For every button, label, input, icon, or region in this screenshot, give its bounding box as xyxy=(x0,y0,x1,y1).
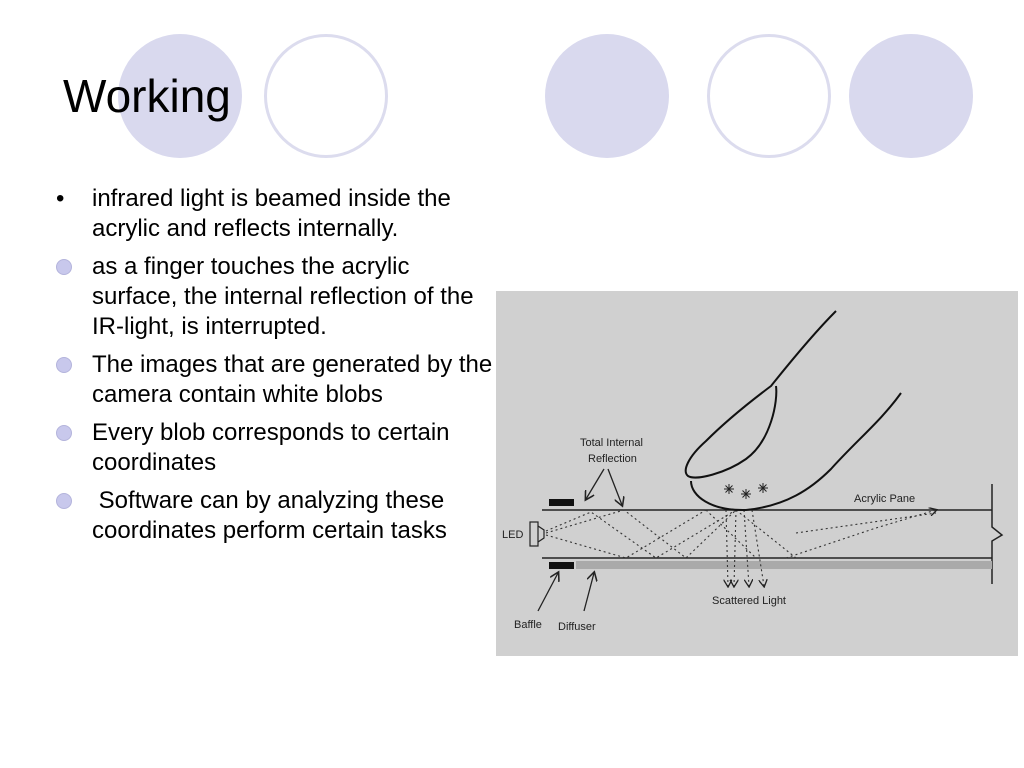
label-scattered-light: Scattered Light xyxy=(712,595,786,607)
bullet-item: The images that are generated by the cam… xyxy=(56,350,496,410)
bullet-text: The images that are generated by the cam… xyxy=(92,351,493,408)
bullet-circle-icon xyxy=(56,493,72,509)
label-diffuser: Diffuser xyxy=(558,621,596,633)
decor-circle-ring-1 xyxy=(264,34,388,158)
baffle-top xyxy=(549,499,574,506)
bullet-dot-icon: • xyxy=(56,185,65,212)
bullet-text: as a finger touches the acrylic surface,… xyxy=(92,253,474,340)
bullet-text: infrared light is beamed inside the acry… xyxy=(92,185,451,242)
led-icon xyxy=(529,521,545,547)
label-total-internal-reflection: Total Internal xyxy=(580,437,643,449)
ftir-diagram-svg: Total Internal Reflection Acrylic Pane L… xyxy=(502,310,1004,633)
label-led: LED xyxy=(502,529,523,541)
bullet-circle-icon xyxy=(56,425,72,441)
reflection-rays xyxy=(545,510,936,586)
decor-circle-filled-1 xyxy=(118,34,242,158)
bullet-item: • infrared light is beamed inside the ac… xyxy=(56,184,496,244)
bullet-circle-icon xyxy=(56,259,72,275)
finger-illustration xyxy=(684,310,902,512)
decor-circle-ring-2 xyxy=(707,34,831,158)
baffle-bottom xyxy=(549,562,574,569)
callout-arrows xyxy=(537,468,622,612)
acrylic-pane xyxy=(542,484,1004,584)
bullet-item: as a finger touches the acrylic surface,… xyxy=(56,252,496,342)
bullet-text: Software can by analyzing these coordina… xyxy=(92,487,451,544)
ftir-diagram: Total Internal Reflection Acrylic Pane L… xyxy=(496,291,1018,656)
bullet-item: Every blob corresponds to certain coordi… xyxy=(56,418,496,478)
decor-circle-filled-2 xyxy=(545,34,669,158)
label-baffle: Baffle xyxy=(514,619,542,631)
bullet-list: • infrared light is beamed inside the ac… xyxy=(56,184,496,554)
bullet-text: Every blob corresponds to certain coordi… xyxy=(92,419,450,476)
label-acrylic-pane: Acrylic Pane xyxy=(854,493,915,505)
touch-sparkle-icon xyxy=(724,483,768,499)
diffuser-strip xyxy=(576,561,992,569)
decor-circle-filled-3 xyxy=(849,34,973,158)
bullet-circle-icon xyxy=(56,357,72,373)
label-reflection: Reflection xyxy=(588,453,637,465)
slide-title: Working xyxy=(63,70,231,122)
bullet-item: Software can by analyzing these coordina… xyxy=(56,486,496,546)
